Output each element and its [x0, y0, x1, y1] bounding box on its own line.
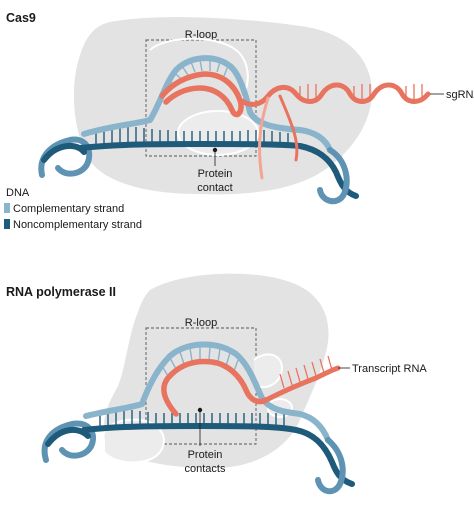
- noncomplementary-strand: [77, 141, 359, 199]
- protein-contacts-label-line2: contacts: [185, 463, 226, 475]
- protein-contacts-label-line1: Protein: [188, 449, 223, 461]
- protein-contact-label-line2: contact: [197, 182, 232, 194]
- legend-swatch-noncomplementary: [4, 219, 10, 229]
- legend-swatch-complementary: [4, 203, 10, 213]
- transcript-rna-label: Transcript RNA: [352, 363, 427, 375]
- transcript-bases: [279, 355, 333, 389]
- protein-contact-outline: [253, 353, 284, 389]
- helix-right: [317, 147, 350, 205]
- rloop-box: [145, 39, 257, 157]
- sgrna-guide: [159, 71, 244, 118]
- rloop-basepairs: [161, 346, 239, 377]
- rloop-label: R-loop: [185, 317, 217, 329]
- sgrna-basepairs: [299, 84, 423, 100]
- protein-contact-outline: [149, 37, 249, 101]
- transcript-rna-exit: [263, 365, 341, 403]
- helix-right: [315, 437, 346, 495]
- transcript-rna-hybrid: [161, 358, 269, 417]
- noncomplementary-strand: [81, 423, 355, 487]
- sgrna-tail: [237, 82, 431, 107]
- panel-cas9: Cas9 R-loop: [6, 11, 474, 205]
- panel-title: RNA polymerase II: [6, 285, 116, 299]
- legend-heading: DNA: [6, 187, 30, 199]
- legend: DNA Complementary strand Noncomplementar…: [4, 187, 142, 231]
- sgrna-label: sgRNA: [446, 89, 474, 101]
- complementary-strand: [81, 55, 333, 153]
- protein-contact-domain: [177, 110, 259, 156]
- complementary-strand: [83, 341, 331, 443]
- protein-body: [104, 273, 329, 468]
- panel-title: Cas9: [6, 11, 36, 25]
- protein-contact-label-line1: Protein: [198, 168, 233, 180]
- legend-item-complementary: Complementary strand: [13, 203, 124, 215]
- dna-basepairs: [95, 126, 289, 147]
- panel-rnapol2: RNA polymerase II R-loop: [6, 273, 427, 495]
- legend-item-noncomplementary: Noncomplementary strand: [13, 219, 142, 231]
